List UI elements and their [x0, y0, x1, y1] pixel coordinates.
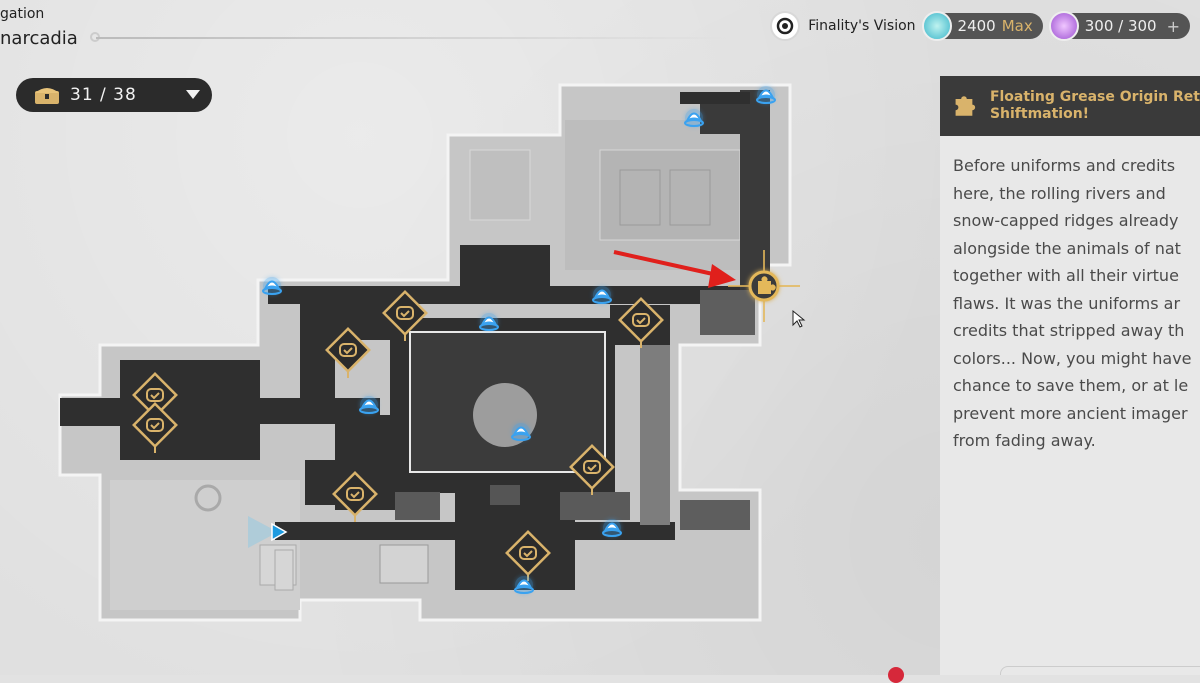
- top-bar: Finality's Vision 2400 Max 300 / 300 +: [770, 10, 1190, 42]
- space-anchor-markers[interactable]: [262, 86, 776, 594]
- annotation-arrow: [613, 250, 736, 288]
- mouse-cursor-icon: [792, 309, 806, 328]
- reserved-power-pill[interactable]: 300 / 300 +: [1048, 11, 1190, 41]
- space-anchor-icon[interactable]: [511, 423, 531, 441]
- selected-puzzle-marker[interactable]: [728, 250, 800, 322]
- location-divider: [96, 37, 736, 39]
- player-arrow-icon: [248, 516, 288, 548]
- origami-bird-icon[interactable]: [325, 327, 371, 378]
- origami-bird-icon[interactable]: [382, 290, 428, 341]
- chest-counter-dropdown[interactable]: 31 / 38: [16, 78, 212, 112]
- treasure-chest-icon: [35, 88, 59, 104]
- reserved-power-icon: [1048, 11, 1079, 41]
- detail-panel-description: Before uniforms and credits here, the ro…: [953, 156, 1192, 450]
- trailblaze-power-icon: [921, 11, 952, 41]
- space-anchor-icon[interactable]: [262, 277, 282, 295]
- finality-vision-icon: [770, 11, 801, 41]
- map-floor: [58, 83, 792, 622]
- finality-vision-label: Finality's Vision: [808, 18, 916, 34]
- origami-bird-icon[interactable]: [132, 372, 178, 423]
- trailblaze-power-pill[interactable]: 2400 Max: [921, 11, 1043, 41]
- location-name: narcadia: [0, 28, 78, 49]
- space-anchor-icon[interactable]: [479, 313, 499, 331]
- detail-panel-header: Floating Grease Origin Ret Shiftmation!: [940, 76, 1200, 136]
- space-anchor-icon[interactable]: [592, 286, 612, 304]
- space-anchor-icon[interactable]: [602, 519, 622, 537]
- origami-bird-icon[interactable]: [505, 530, 551, 581]
- notification-badge: [888, 667, 904, 683]
- puzzle-piece-icon: [758, 276, 776, 294]
- reserved-power-value: 300 / 300: [1084, 17, 1157, 35]
- trailblaze-power-max: Max: [1001, 17, 1033, 35]
- origami-bird-markers[interactable]: [132, 290, 664, 581]
- chest-count-text: 31 / 38: [70, 85, 137, 105]
- puzzle-piece-icon: [955, 96, 976, 116]
- space-anchor-icon[interactable]: [359, 396, 379, 414]
- chevron-down-icon[interactable]: [186, 90, 200, 99]
- origami-bird-icon[interactable]: [332, 471, 378, 522]
- space-anchor-icon[interactable]: [756, 86, 776, 104]
- detail-panel: Floating Grease Origin Ret Shiftmation! …: [940, 76, 1200, 675]
- origami-bird-icon[interactable]: [569, 444, 615, 495]
- panel-bottom-frame: [1000, 666, 1200, 675]
- space-anchor-icon[interactable]: [514, 576, 534, 594]
- add-power-button[interactable]: +: [1166, 16, 1180, 36]
- detail-panel-title: Floating Grease Origin Ret Shiftmation!: [989, 89, 1200, 122]
- space-anchor-icon[interactable]: [684, 109, 704, 127]
- origami-bird-icon[interactable]: [132, 402, 178, 453]
- origami-bird-icon[interactable]: [618, 297, 664, 348]
- finality-vision-button[interactable]: Finality's Vision: [770, 11, 916, 41]
- location-category: gation: [0, 6, 45, 22]
- trailblaze-power-value: 2400: [957, 17, 996, 35]
